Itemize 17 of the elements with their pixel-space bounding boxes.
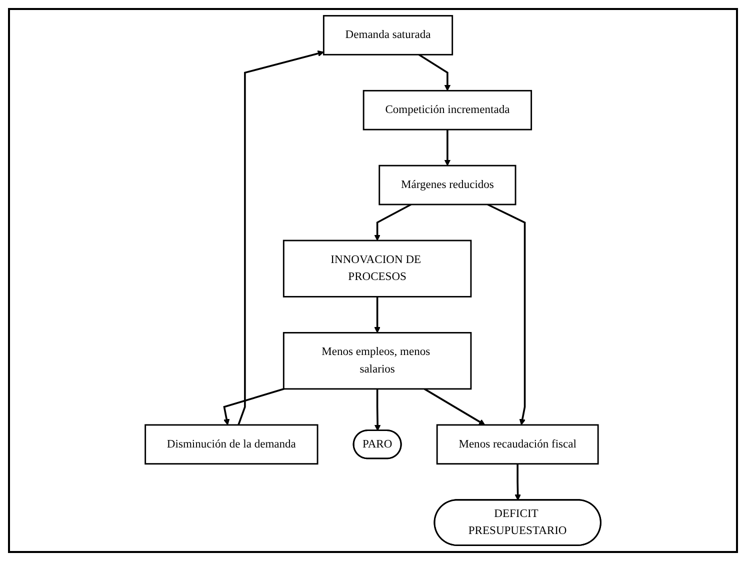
arrow [444,130,451,166]
arrow [238,50,324,426]
arrow [223,388,284,426]
arrow [424,388,486,426]
node-box: INNOVACION DE PROCESOS [282,240,472,298]
arrow [374,296,380,334]
arrow [487,204,526,426]
node-box: Disminución de la demanda [144,424,318,465]
node-box: Competición incrementada [362,90,532,130]
arrow [374,204,412,241]
arrow [514,464,521,500]
node-box: Demanda saturada [322,15,454,56]
node-box: Menos empleos, menos salarios [282,332,472,390]
node-box: Márgenes reducidos [378,164,516,206]
arrow [418,54,451,91]
node-box: Menos recaudación fiscal [436,424,599,465]
arrow [374,388,381,431]
